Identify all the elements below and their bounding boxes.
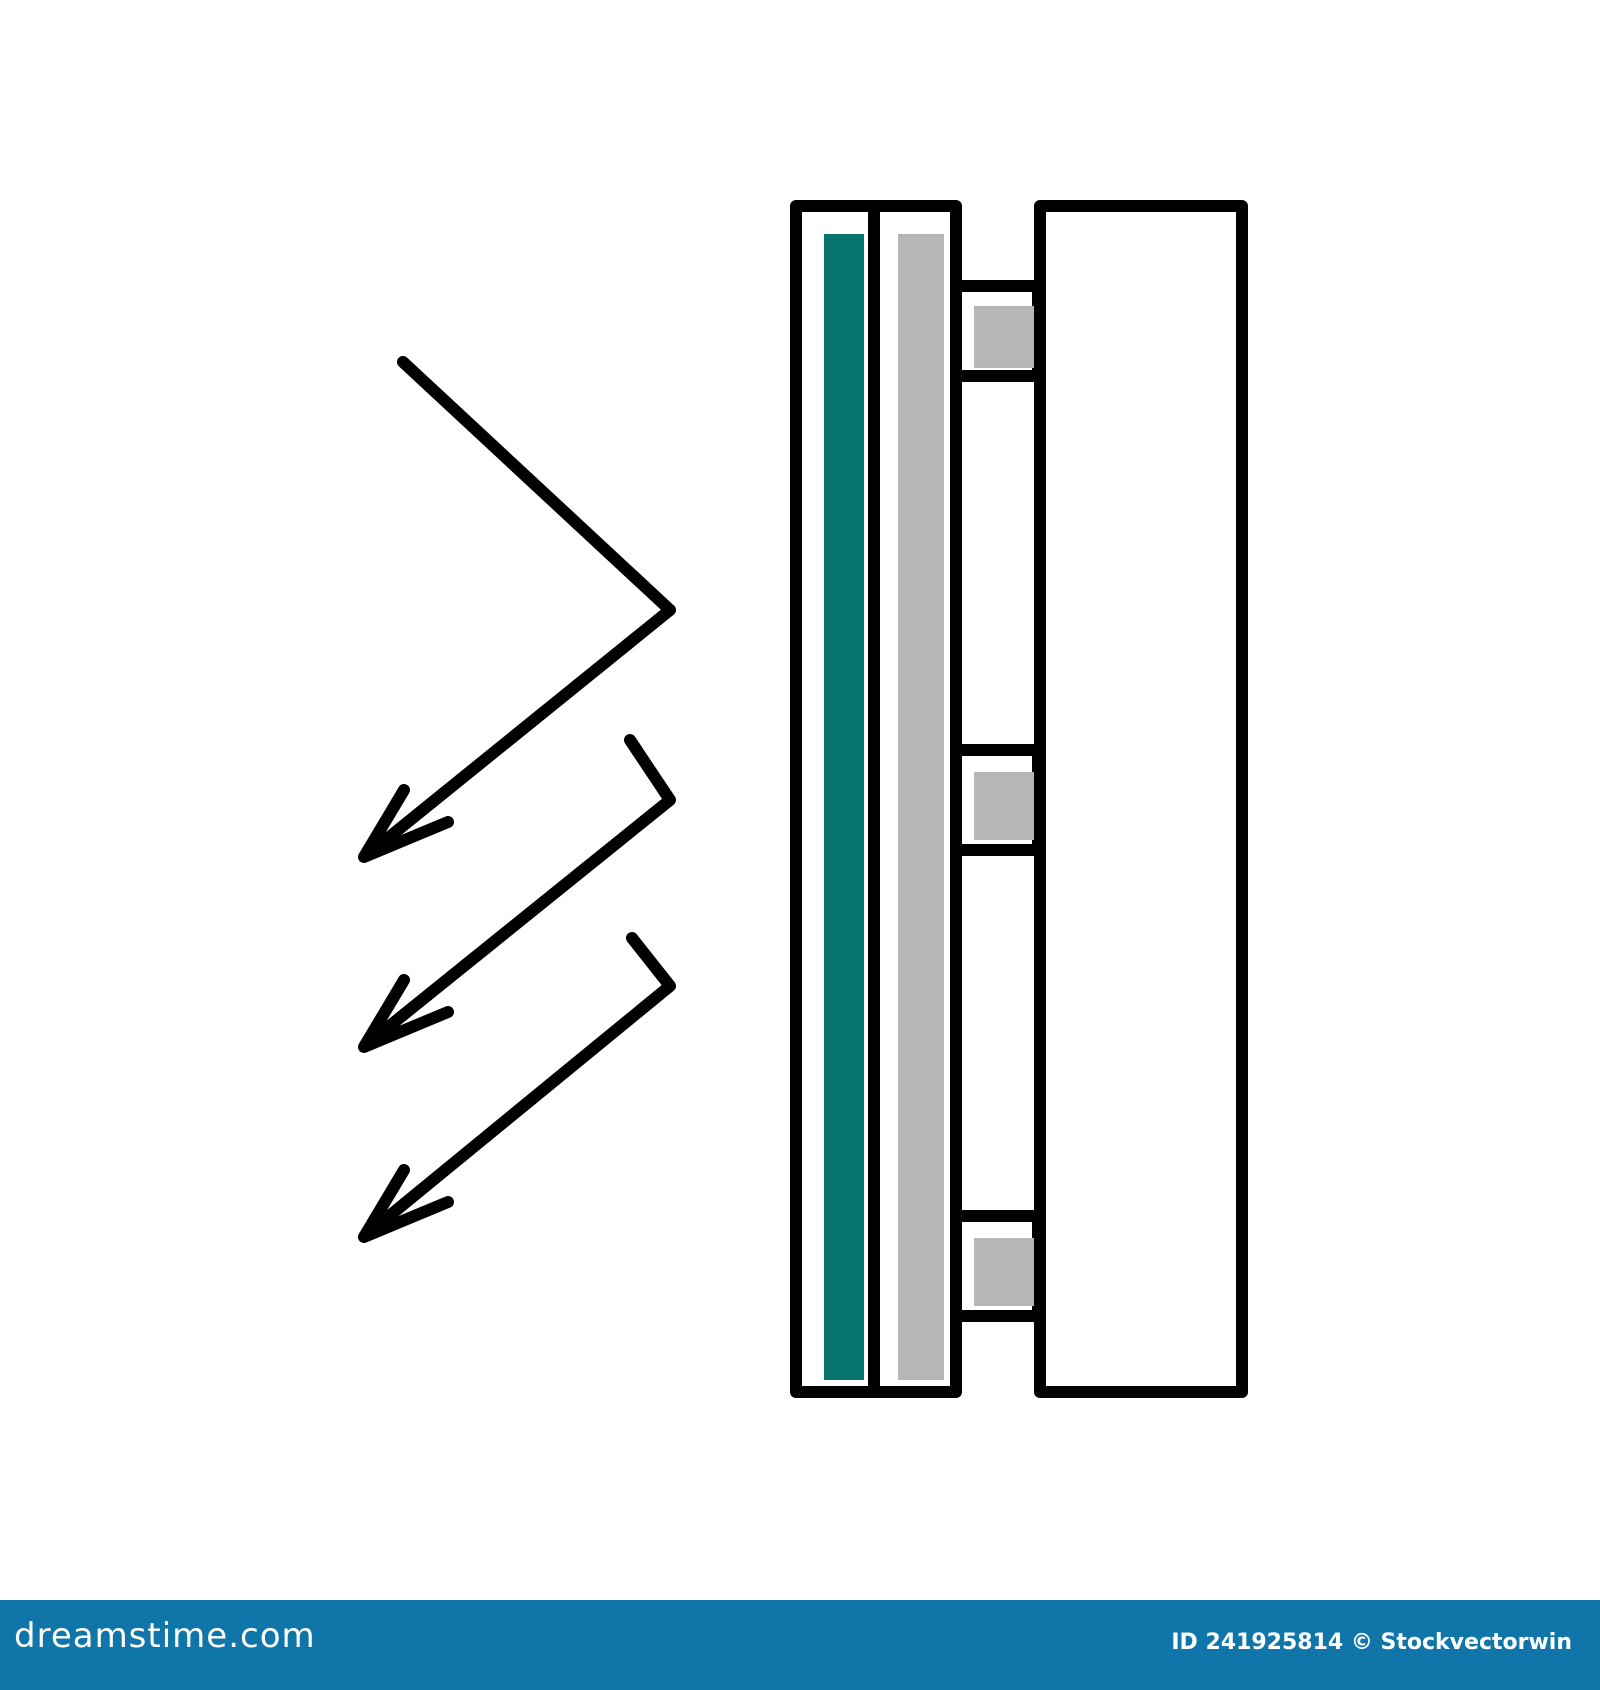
image-credit: ID 241925814 © Stockvectorwin — [1171, 1630, 1572, 1655]
back-plate — [1034, 200, 1248, 1398]
incoming-light-ray — [361, 356, 676, 861]
screen-panel — [790, 200, 1248, 1398]
watermark-brand: dreamstime.com — [14, 1616, 316, 1656]
anti-glare-coating-illustration — [358, 200, 1248, 1398]
reflected-ray-3 — [358, 932, 676, 1243]
teal-coating-layer — [824, 234, 864, 1380]
gray-layer — [898, 234, 944, 1380]
reflected-ray-2 — [358, 734, 676, 1053]
reflected-ray-arrow-1 — [358, 784, 454, 863]
watermark-footer-bar: dreamstime.com ID 241925814 © Stockvecto… — [0, 1600, 1600, 1690]
